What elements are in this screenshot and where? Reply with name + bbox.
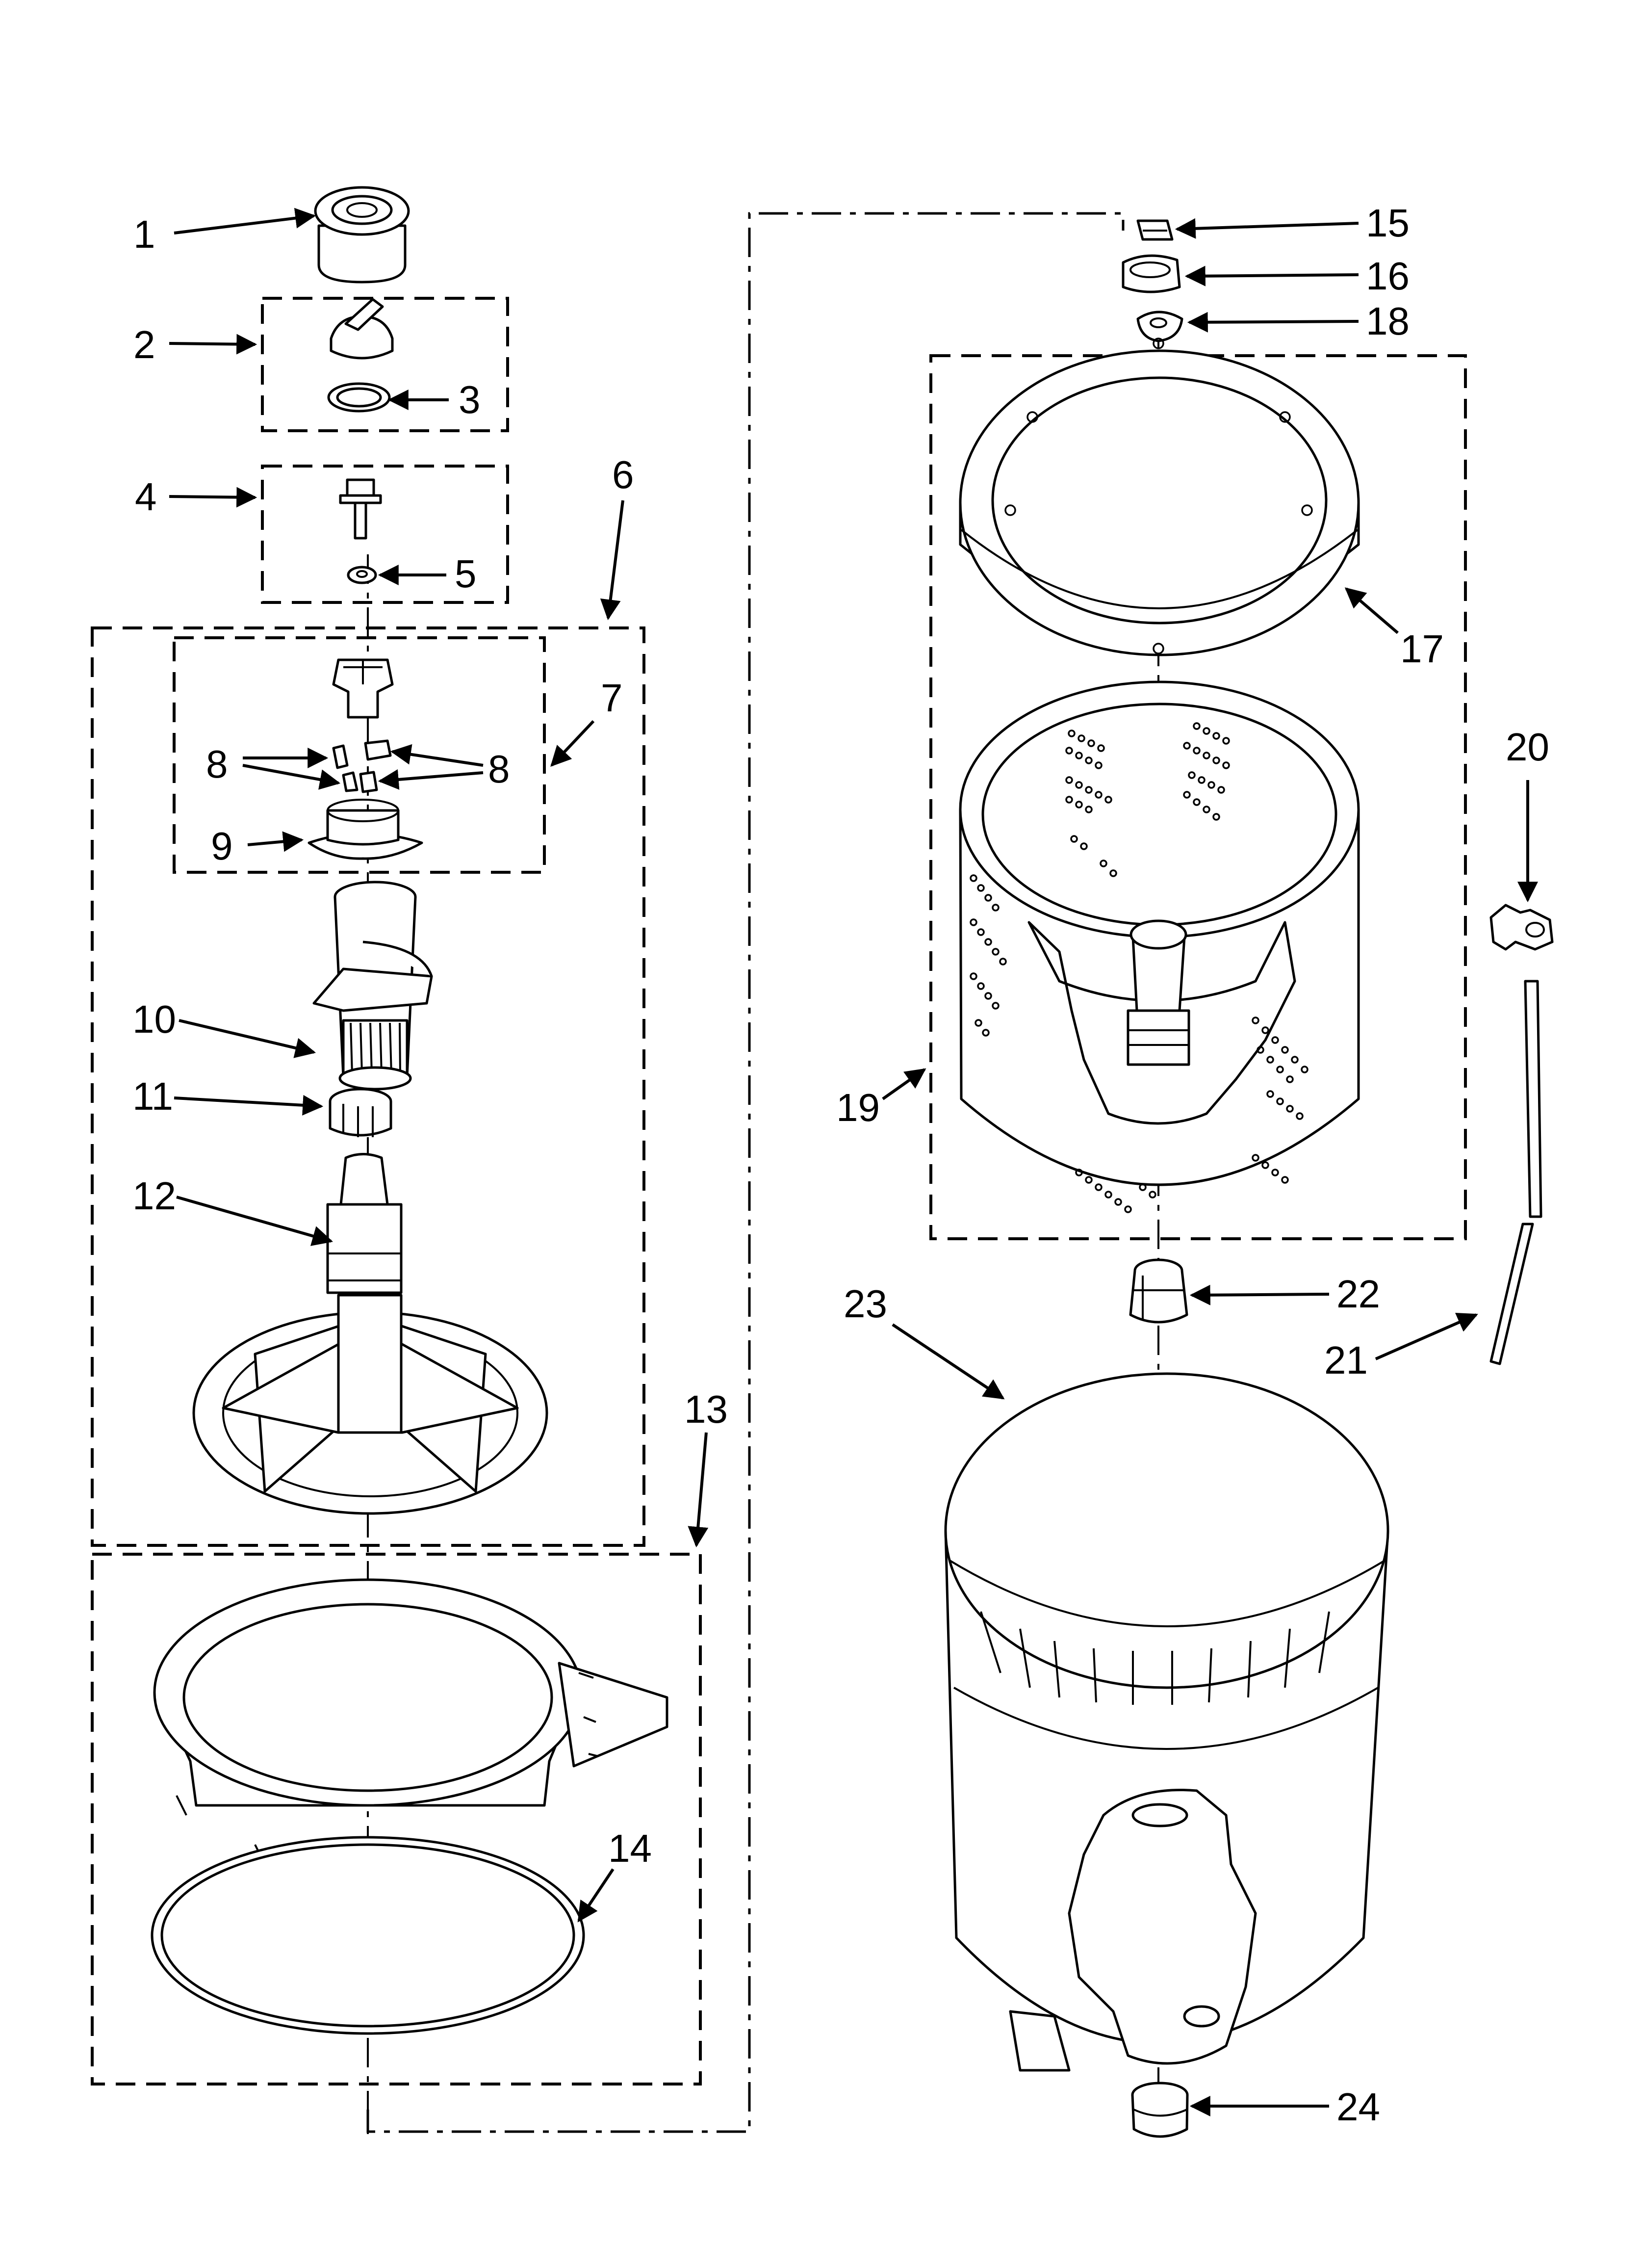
part-3-o-ring: [327, 382, 391, 413]
part-7-cam-assembly: [332, 658, 394, 719]
callout-6: 6: [612, 453, 634, 496]
group-box-4-5: [261, 465, 509, 604]
leader-9: [247, 831, 304, 852]
callout-2: 2: [133, 323, 155, 366]
part-20-hose-clip: [1489, 904, 1554, 951]
part-5-washer: [347, 566, 377, 584]
callout-13: 13: [684, 1387, 728, 1431]
callout-24: 24: [1336, 2085, 1380, 2129]
callout-15: 15: [1366, 201, 1410, 245]
leader-16: [1184, 265, 1359, 287]
leader-8a-bottom: [242, 764, 341, 790]
leader-13: [688, 1432, 709, 1548]
group-box-7: [173, 636, 546, 874]
part-17-balance-ring: [959, 338, 1360, 656]
callout-21: 21: [1324, 1338, 1368, 1382]
callout-9: 9: [211, 824, 233, 868]
callout-8a: 8: [206, 742, 228, 786]
callout-10: 10: [132, 997, 176, 1041]
leader-23: [892, 1323, 1005, 1400]
callout-19: 19: [836, 1086, 880, 1129]
callout-4: 4: [135, 475, 157, 519]
leader-6: [600, 500, 624, 621]
part-2-cap-insert: [330, 298, 394, 360]
leader-19: [882, 1068, 926, 1100]
part-12-agitator-base: [192, 1153, 548, 1515]
part-15-clip: [1136, 219, 1174, 241]
callout-7: 7: [601, 676, 623, 720]
assembly-link-line: [366, 212, 1125, 2133]
callout-23: 23: [844, 1282, 887, 1326]
callout-labels: 1 2 3 4 5 6 7 8 8 9 10 11 12 13 14 15 16…: [132, 201, 1549, 2129]
part-10-auger: [312, 881, 433, 1091]
leader-lines: [169, 208, 1538, 2116]
leader-17: [1344, 587, 1399, 634]
leader-14: [577, 1868, 615, 1923]
callout-5: 5: [455, 552, 477, 596]
callout-22: 22: [1336, 1272, 1380, 1316]
callout-3: 3: [459, 378, 481, 421]
leader-11: [174, 1095, 324, 1116]
callout-14: 14: [608, 1826, 652, 1870]
leader-21: [1375, 1312, 1478, 1360]
basket-perforations: [970, 722, 1308, 1213]
part-23-outer-tub: [944, 1372, 1389, 2072]
part-11-coupling: [329, 1088, 392, 1137]
callout-1: 1: [133, 212, 155, 256]
callout-12: 12: [132, 1174, 176, 1218]
leader-2: [169, 334, 257, 355]
part-21-hose: [1489, 980, 1542, 1365]
callout-18: 18: [1366, 299, 1410, 343]
part-22-hub: [1129, 1258, 1188, 1324]
callout-17: 17: [1400, 627, 1444, 671]
group-box-13: [91, 1553, 702, 2086]
callout-8b: 8: [488, 747, 510, 791]
leader-7: [550, 720, 595, 767]
leader-8b-top: [390, 744, 484, 767]
callout-20: 20: [1506, 725, 1549, 769]
leader-4: [169, 487, 257, 508]
leader-22: [1189, 1284, 1330, 1305]
part-24-drain-plug: [1131, 2082, 1189, 2138]
part-4-bolt: [339, 478, 382, 540]
callout-16: 16: [1366, 254, 1410, 298]
leader-15: [1175, 218, 1359, 239]
leader-10: [179, 1019, 316, 1058]
group-box-2-3: [261, 297, 509, 432]
part-9-retainer: [308, 799, 423, 860]
leader-12: [176, 1196, 334, 1246]
leader-1: [174, 208, 316, 235]
leader-18: [1187, 312, 1359, 333]
leader-8b-bottom: [378, 769, 484, 790]
part-14-ring-gasket: [151, 1836, 585, 2035]
part-13-tub-ring: [153, 1578, 668, 1865]
part-18-spanner-nut: [1136, 311, 1183, 342]
group-box-19: [929, 354, 1467, 1240]
part-19-basket: [959, 680, 1360, 1213]
part-1-agitator-cap: [314, 186, 410, 284]
callout-11: 11: [132, 1074, 173, 1118]
part-16-nut: [1122, 254, 1181, 293]
part-8-dogs: [332, 739, 392, 793]
